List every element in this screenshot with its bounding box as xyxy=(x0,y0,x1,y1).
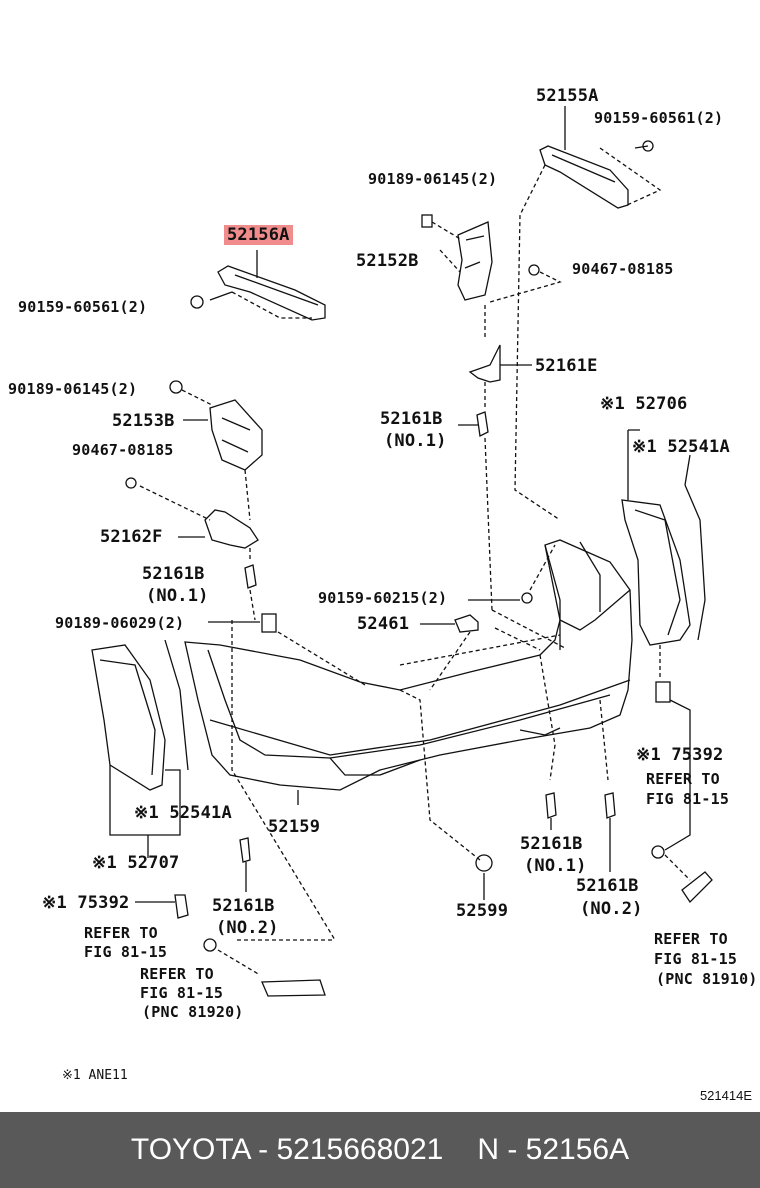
illustration-code: 521414E xyxy=(699,1088,752,1103)
fastener-90189-06029-shape xyxy=(208,613,366,941)
label-52153b: 52153B xyxy=(112,411,175,431)
label-75392-left: ※1 75392 xyxy=(42,893,130,913)
label-52161b-bottom: 52161B xyxy=(520,834,583,854)
label-52161b-top-no: (NO.1) xyxy=(384,431,447,451)
label-90189-06145-a: 90189-06145(2) xyxy=(368,170,498,188)
label-refer-left-1: REFER TO xyxy=(84,924,158,942)
label-52707: ※1 52707 xyxy=(92,853,180,873)
label-52152b: 52152B xyxy=(356,251,419,271)
label-52161b-mid-no: (NO.1) xyxy=(146,586,209,606)
label-refer-bottom-right-2: FIG 81-15 xyxy=(654,950,738,968)
bracket-52153b-shape xyxy=(125,380,263,521)
label-90467-08185-b: 90467-08185 xyxy=(72,441,174,459)
label-refer-right-1: REFER TO xyxy=(646,770,720,788)
label-90189-06145-b: 90189-06145(2) xyxy=(8,380,138,398)
label-52155a: 52155A xyxy=(536,86,599,106)
label-52161b-no2-left: 52161B xyxy=(212,896,275,916)
label-90159-60561-left: 90159-60561(2) xyxy=(18,298,148,316)
clip-52161e-shape xyxy=(458,305,532,611)
lower-clips-shape xyxy=(237,792,616,941)
label-75392-right: ※1 75392 xyxy=(636,745,724,765)
label-52461: 52461 xyxy=(357,614,410,634)
parts-diagram: 52155A 90159-60561(2) 90189-06145(2) 521… xyxy=(8,86,758,1103)
extension-right-shape xyxy=(621,429,713,904)
bracket-52155a-shape xyxy=(514,106,662,521)
label-refer-bottom-2: FIG 81-15 xyxy=(140,984,224,1002)
label-90159-60215: 90159-60215(2) xyxy=(318,589,448,607)
label-52156a-highlighted: 52156A xyxy=(224,225,293,245)
label-90159-60561-top: 90159-60561(2) xyxy=(594,109,724,127)
label-52706: ※1 52706 xyxy=(600,394,688,414)
label-90189-06029: 90189-06029(2) xyxy=(55,614,185,632)
fastener-52461-shape xyxy=(420,544,566,691)
bracket-52152b-shape xyxy=(421,214,562,303)
label-52161b-bottom-no: (NO.1) xyxy=(524,856,587,876)
label-52541a-left: ※1 52541A xyxy=(134,803,232,823)
label-refer-left-2: FIG 81-15 xyxy=(84,943,168,961)
label-refer-bottom-right-1: REFER TO xyxy=(654,930,728,948)
label-refer-bottom-right-3: (PNC 81910) xyxy=(656,970,758,988)
footer-bar: TOYOTA - 5215668021 N - 52156A xyxy=(0,1112,760,1188)
label-52541a-right: ※1 52541A xyxy=(632,437,730,457)
extension-left-shape xyxy=(91,639,326,997)
label-52161b-no2-left-no: (NO.2) xyxy=(216,918,279,938)
label-90467-08185-a: 90467-08185 xyxy=(572,260,674,278)
diagram-drawing xyxy=(91,106,713,997)
label-52161b-top: 52161B xyxy=(380,409,443,429)
label-52161b-no2-right-no: (NO.2) xyxy=(580,899,643,919)
footer-part-number: TOYOTA - 5215668021 xyxy=(130,1133,444,1166)
footnote: ※1 ANE11 xyxy=(62,1068,128,1083)
label-52161b-mid: 52161B xyxy=(142,564,205,584)
label-refer-bottom-3: (PNC 81920) xyxy=(142,1003,244,1021)
footer-pnc: N - 52156A xyxy=(477,1133,630,1166)
label-52159: 52159 xyxy=(268,817,321,837)
label-52161e: 52161E xyxy=(535,356,598,376)
label-52162f: 52162F xyxy=(100,527,163,547)
clip-52162f-shape xyxy=(178,509,259,621)
label-52599: 52599 xyxy=(456,901,509,921)
label-52161b-no2-right: 52161B xyxy=(576,876,639,896)
label-refer-bottom-1: REFER TO xyxy=(140,965,214,983)
bumper-cover-52159-shape xyxy=(184,539,633,861)
bracket-52156a-shape xyxy=(190,250,326,321)
label-refer-right-2: FIG 81-15 xyxy=(646,790,730,808)
